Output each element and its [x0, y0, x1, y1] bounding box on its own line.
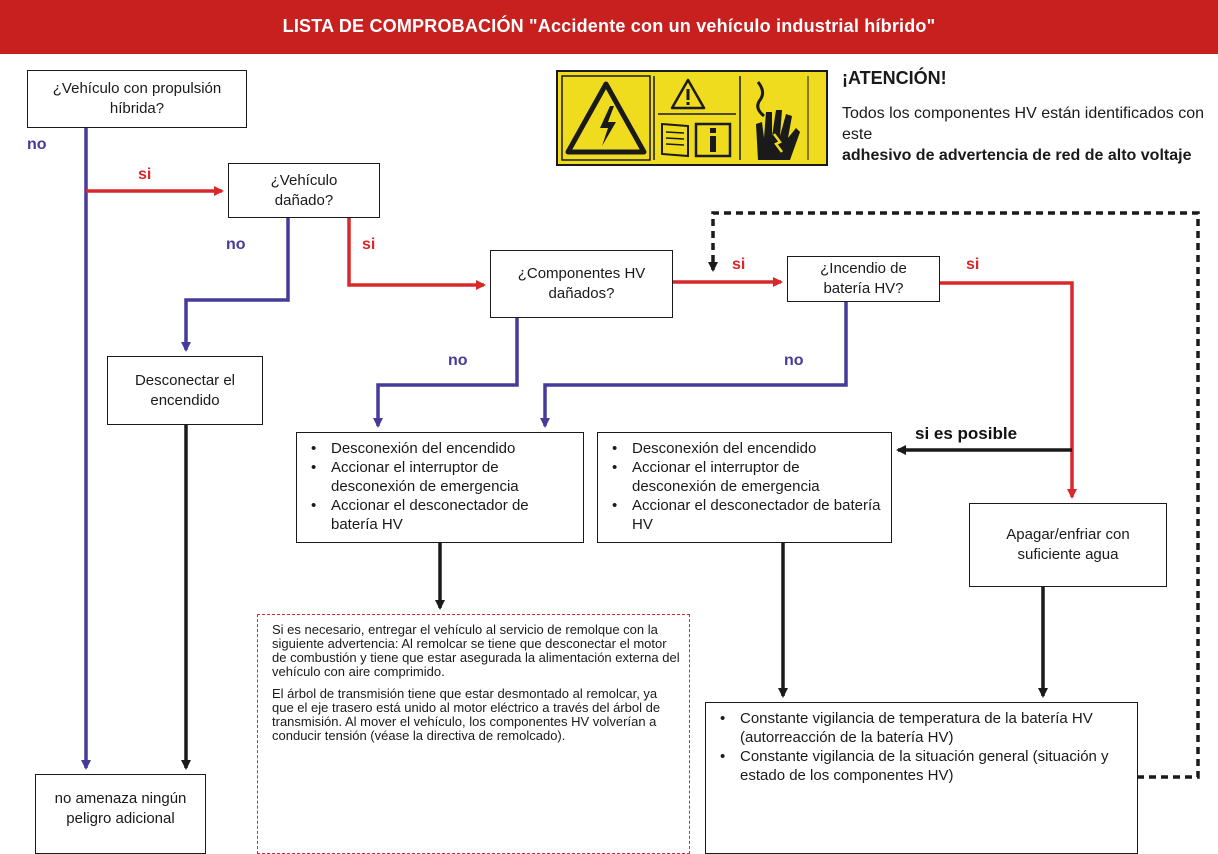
- arrow-fire-si: [940, 281, 1077, 499]
- arrow-damaged-no: [181, 218, 290, 352]
- list-item: Accionar el desconectador de batería HV: [608, 496, 883, 534]
- note-paragraph-2: El árbol de transmisión tiene que estar …: [272, 686, 661, 743]
- list-item: Accionar el interruptor de desconexión d…: [608, 458, 883, 496]
- page-title: LISTA DE COMPROBACIÓN "Accidente con un …: [282, 16, 936, 36]
- arrow-loop-dashed: [708, 211, 1200, 779]
- node-no-danger: no amenaza ningún peligro adicional: [35, 774, 206, 854]
- label-no-damaged: no: [226, 236, 246, 253]
- label-si-es-posible: si es posible: [915, 424, 1018, 443]
- list-item: Accionar el interruptor de desconexión d…: [307, 458, 575, 496]
- steps-b-box: Desconexión del encendido Accionar el in…: [597, 432, 892, 543]
- towing-note: Si es necesario, entregar el vehículo al…: [257, 614, 690, 854]
- label-si-hv: si: [732, 256, 746, 273]
- node-hybrid-text: ¿Vehículo con propulsión híbrida?: [52, 80, 222, 117]
- node-hv-damaged: ¿Componentes HV dañados?: [490, 250, 673, 318]
- label-si-hybrid: si: [138, 166, 152, 183]
- list-item: Accionar el desconectador de batería HV: [307, 496, 575, 534]
- label-si-damaged: si: [362, 236, 376, 253]
- label-no-hybrid: no: [27, 136, 47, 153]
- list-item: Constante vigilancia de la situación gen…: [716, 747, 1129, 785]
- electric-hand-icon: [756, 81, 800, 160]
- warning-triangle-icon: [670, 78, 706, 110]
- attention-bold-text: adhesivo de advertencia de red de alto v…: [842, 147, 1192, 164]
- node-hv-damaged-text: ¿Componentes HV dañados?: [517, 265, 646, 302]
- high-voltage-icon: [561, 75, 651, 161]
- list-item: Desconexión del encendido: [307, 439, 575, 458]
- arrow-damaged-si: [347, 218, 486, 290]
- attention-body: Todos los componentes HV están identific…: [842, 103, 1212, 166]
- attention-title: ¡ATENCIÓN!: [842, 68, 947, 88]
- label-no-fire: no: [784, 352, 804, 369]
- node-cool: Apagar/enfriar con suficiente agua: [969, 503, 1167, 587]
- node-disconnect-text: Desconectar el encendido: [134, 371, 236, 409]
- arrow-hv-no: [373, 318, 519, 428]
- monitor-box: Constante vigilancia de temperatura de l…: [705, 702, 1138, 854]
- node-fire: ¿Incendio de batería HV?: [787, 256, 940, 302]
- node-damaged: ¿Vehículo dañado?: [228, 163, 380, 218]
- arrow-fire-no: [540, 302, 848, 428]
- note-paragraph-1: Si es necesario, entregar el vehículo al…: [272, 622, 680, 679]
- read-manual-icon: [661, 122, 732, 158]
- header-banner: LISTA DE COMPROBACIÓN "Accidente con un …: [0, 0, 1218, 54]
- steps-a-box: Desconexión del encendido Accionar el in…: [296, 432, 584, 543]
- label-si-fire: si: [966, 256, 980, 273]
- node-fire-text: ¿Incendio de batería HV?: [820, 260, 907, 297]
- node-hybrid: ¿Vehículo con propulsión híbrida?: [27, 70, 247, 128]
- label-no-hv: no: [448, 352, 468, 369]
- node-cool-text: Apagar/enfriar con suficiente agua: [1006, 526, 1130, 563]
- attention-text: Todos los componentes HV están identific…: [842, 105, 1204, 143]
- node-no-danger-text: no amenaza ningún peligro adicional: [54, 790, 187, 827]
- list-item: Desconexión del encendido: [608, 439, 883, 458]
- hv-warning-sticker: [556, 70, 828, 166]
- node-damaged-text: ¿Vehículo dañado?: [270, 171, 338, 209]
- list-item: Constante vigilancia de temperatura de l…: [716, 709, 1129, 747]
- node-disconnect: Desconectar el encendido: [107, 356, 263, 425]
